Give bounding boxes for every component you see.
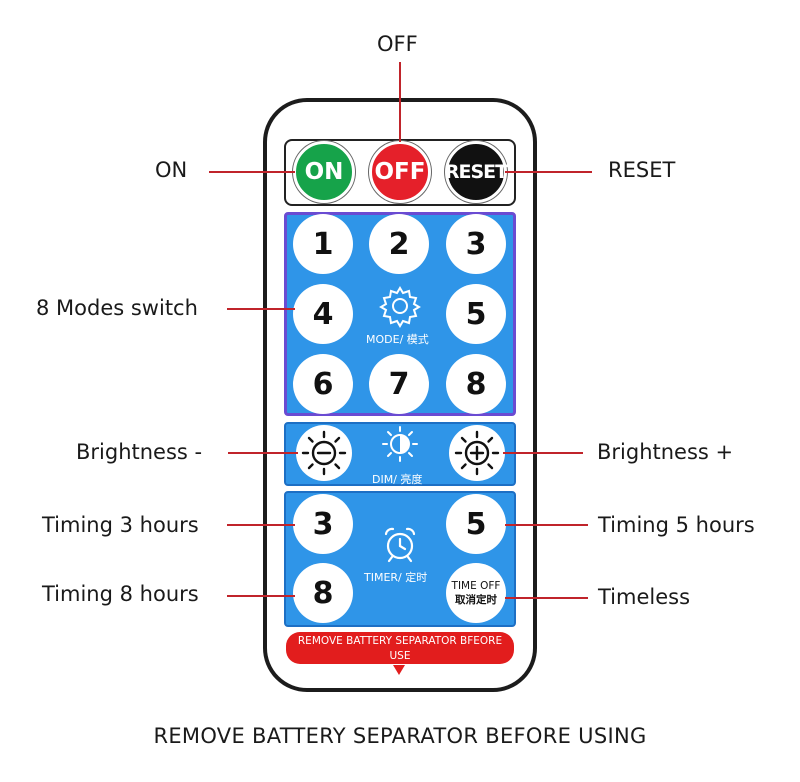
time-off-label: TIME OFF xyxy=(451,580,501,592)
leader-on xyxy=(209,171,295,173)
leader-timing-5 xyxy=(505,524,588,526)
separator-text-en: REMOVE BATTERY SEPARATOR BFEORE USE xyxy=(297,635,503,662)
brightness-plus-icon xyxy=(454,430,500,476)
mode-button-5[interactable]: 5 xyxy=(446,284,506,344)
callout-brightness-minus: Brightness - xyxy=(76,440,203,464)
alarm-clock-icon xyxy=(384,527,416,563)
mode-button-2[interactable]: 2 xyxy=(369,214,429,274)
callout-timing-3: Timing 3 hours xyxy=(42,513,199,537)
time-off-button[interactable]: TIME OFF 取消定时 xyxy=(446,563,506,623)
mode-button-label: 7 xyxy=(388,366,410,402)
bottom-caption: REMOVE BATTERY SEPARATOR BEFORE USING xyxy=(153,724,647,748)
timer-button-label: 8 xyxy=(312,575,334,611)
mode-button-label: 8 xyxy=(465,366,487,402)
off-button-label: OFF xyxy=(374,159,426,185)
reset-button-label: RESET xyxy=(444,161,508,183)
timer-3h-button[interactable]: 3 xyxy=(293,494,353,554)
mode-button-label: 5 xyxy=(465,296,487,332)
timer-label: TIMER/ 定时 xyxy=(364,571,428,584)
brightness-minus-icon xyxy=(301,430,347,476)
off-button[interactable]: OFF xyxy=(369,141,431,203)
mode-button-label: 3 xyxy=(465,226,487,262)
pull-arrow-icon xyxy=(393,665,405,675)
mode-button-6[interactable]: 6 xyxy=(293,354,353,414)
leader-off xyxy=(399,62,401,142)
timer-5h-button[interactable]: 5 xyxy=(446,494,506,554)
gear-icon xyxy=(379,286,421,328)
timer-8h-button[interactable]: 8 xyxy=(293,563,353,623)
dim-label: DIM/ 亮度 xyxy=(372,473,423,486)
on-button-label: ON xyxy=(304,159,344,185)
time-off-label-cn: 取消定时 xyxy=(455,594,497,606)
mode-button-3[interactable]: 3 xyxy=(446,214,506,274)
callout-on: ON xyxy=(155,158,188,182)
leader-reset xyxy=(505,171,592,173)
mode-button-7[interactable]: 7 xyxy=(369,354,429,414)
callout-modes: 8 Modes switch xyxy=(36,296,198,320)
mode-button-1[interactable]: 1 xyxy=(293,214,353,274)
on-button[interactable]: ON xyxy=(293,141,355,203)
brightness-plus-button[interactable] xyxy=(449,425,505,481)
mode-button-label: 1 xyxy=(312,226,334,262)
mode-label: MODE/ 模式 xyxy=(366,333,429,346)
callout-timing-8: Timing 8 hours xyxy=(42,582,199,606)
mode-button-label: 4 xyxy=(312,296,334,332)
mode-button-label: 2 xyxy=(388,226,410,262)
battery-separator-tab[interactable]: REMOVE BATTERY SEPARATOR BFEORE USE 使用前请… xyxy=(286,632,514,677)
callout-off: OFF xyxy=(377,32,418,56)
timer-button-label: 3 xyxy=(312,506,334,542)
leader-timeless xyxy=(505,597,588,599)
mode-button-label: 6 xyxy=(312,366,334,402)
half-brightness-icon xyxy=(382,426,418,462)
callout-timeless: Timeless xyxy=(598,585,691,609)
callout-brightness-plus: Brightness + xyxy=(597,440,734,464)
brightness-minus-button[interactable] xyxy=(296,425,352,481)
leader-brightness-plus xyxy=(503,452,583,454)
leader-modes xyxy=(227,308,295,310)
mode-button-8[interactable]: 8 xyxy=(446,354,506,414)
callout-timing-5: Timing 5 hours xyxy=(598,513,755,537)
callout-reset: RESET xyxy=(608,158,676,182)
leader-brightness-minus xyxy=(228,452,298,454)
timer-button-label: 5 xyxy=(465,506,487,542)
leader-timing-8 xyxy=(227,595,295,597)
mode-button-4[interactable]: 4 xyxy=(293,284,353,344)
leader-timing-3 xyxy=(227,524,295,526)
reset-button[interactable]: RESET xyxy=(444,141,508,203)
